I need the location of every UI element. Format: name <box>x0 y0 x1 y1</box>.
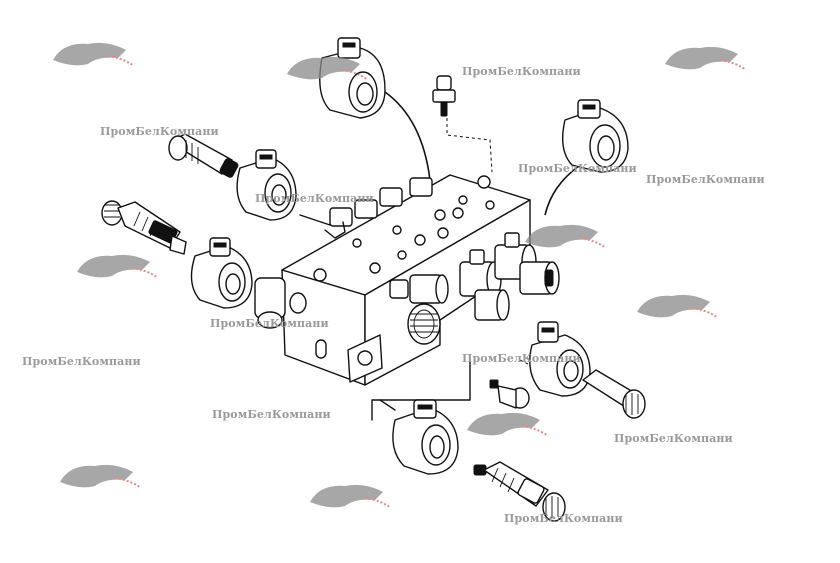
watermark-text: ПромБелКомпани <box>212 408 331 421</box>
check-valve-small <box>489 379 530 409</box>
watermark-logos <box>53 42 747 509</box>
watermark-text: ПромБелКомпани <box>255 192 374 205</box>
upper-right-solenoid-coil <box>562 99 629 173</box>
solenoid-coil-lower-left <box>190 237 253 309</box>
watermark-text: ПромБелКомпани <box>210 317 329 330</box>
cartridge-valve-lower-left <box>101 200 187 255</box>
left-mounted-coil <box>254 277 286 329</box>
cartridge-valve-right <box>582 369 646 419</box>
watermark-text: ПромБелКомпани <box>518 162 637 175</box>
solenoid-coil-mid-left <box>236 149 297 221</box>
watermark-text: ПромБелКомпани <box>462 352 581 365</box>
cartridge-valve-upper-left <box>168 133 239 178</box>
watermark-text: ПромБелКомпани <box>462 65 581 78</box>
cartridge-valve-bottom <box>473 461 566 522</box>
watermark-text: ПромБелКомпани <box>22 355 141 368</box>
top-valve-stack <box>324 177 433 239</box>
watermark-text: ПромБелКомпани <box>646 173 765 186</box>
solenoid-coil-bottom <box>392 399 459 475</box>
solenoid-coil-mid-right <box>529 321 591 397</box>
right-coil-stack <box>389 232 560 345</box>
watermark-text: ПромБелКомпани <box>614 432 733 445</box>
watermark-text: ПромБелКомпани <box>100 125 219 138</box>
watermark-text: ПромБелКомпани <box>504 512 623 525</box>
pressure-adjuster-top <box>432 75 456 117</box>
upper-solenoid-coil <box>319 37 386 119</box>
